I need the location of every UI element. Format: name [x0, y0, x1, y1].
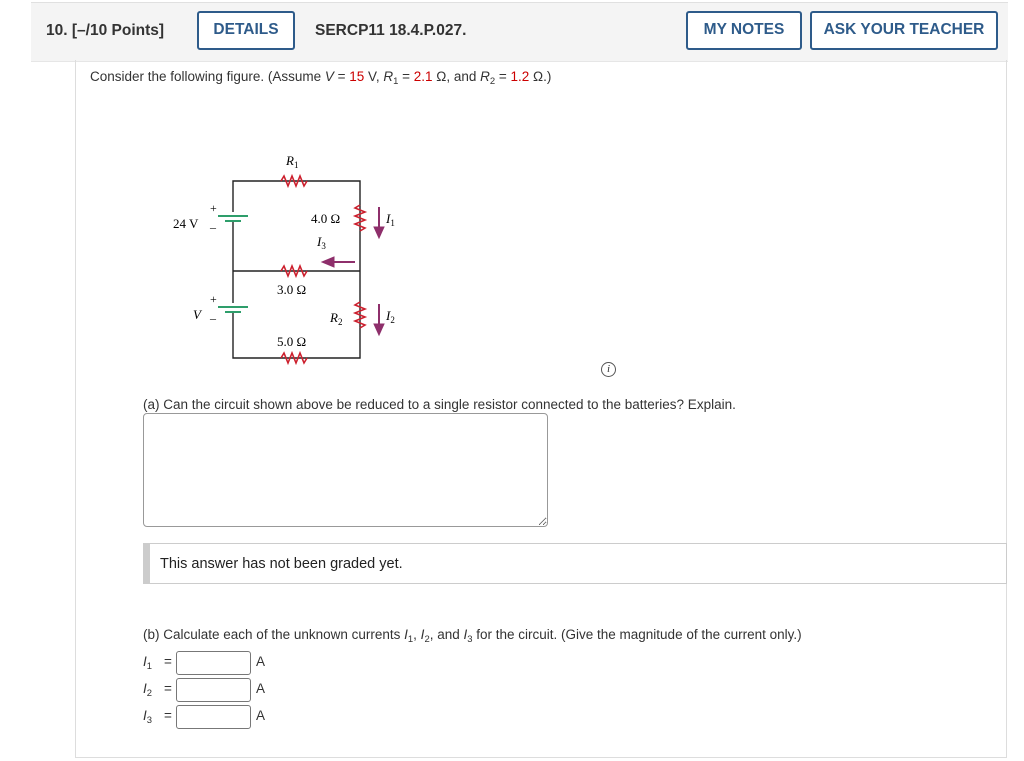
i2-unit: A [256, 681, 266, 696]
battery-24v-plus: + [210, 201, 217, 215]
battery-24v-label: 24 V [173, 216, 199, 231]
part-a-question: (a) Can the circuit shown above be reduc… [143, 397, 736, 412]
question-content-panel [75, 60, 1007, 758]
v-value: 15 [349, 69, 365, 84]
i1-unit: A [256, 654, 266, 669]
part-a-answer-textarea[interactable] [143, 413, 548, 527]
i1-answer-input[interactable] [176, 651, 251, 675]
i2-label: I2 [385, 308, 395, 325]
resistor-3-ohm [280, 263, 308, 279]
r1-label: R1 [285, 153, 298, 170]
current-arrow-i1 [373, 207, 385, 240]
current-arrow-i3 [320, 256, 355, 268]
i1-label: I1 [385, 211, 395, 228]
question-number: 10. [–/10 Points] [46, 22, 165, 39]
i3-answer-label: I3 [143, 708, 153, 726]
problem-code: SERCP11 18.4.P.027. [315, 22, 467, 39]
battery-v-plus: + [210, 292, 217, 306]
i2-answer-label: I2 [143, 681, 153, 699]
i3-label: I3 [316, 234, 326, 251]
r1-value: 2.1 [413, 69, 433, 84]
problem-prompt: Consider the following figure. (Assume V… [90, 69, 552, 87]
i3-unit: A [256, 708, 266, 723]
resistor-4-ohm [352, 204, 368, 232]
resistor-5-ohm-label: 5.0 Ω [277, 334, 306, 349]
points-label: [–/10 Points] [71, 22, 165, 39]
part-b-question: (b) Calculate each of the unknown curren… [143, 627, 802, 645]
battery-24v-minus: – [209, 220, 217, 234]
i1-answer-label: I1 [143, 654, 153, 672]
i3-answer-input[interactable] [176, 705, 251, 729]
current-arrow-i2 [373, 304, 385, 337]
ask-teacher-button[interactable]: ASK YOUR TEACHER [810, 11, 998, 50]
resistor-r2 [352, 301, 368, 329]
r2-value: 1.2 [510, 69, 530, 84]
resistor-r1 [280, 173, 308, 189]
r2-label: R2 [329, 310, 342, 327]
battery-24v [218, 215, 248, 222]
resistor-4-ohm-label: 4.0 Ω [311, 211, 340, 226]
resistor-5-ohm [280, 350, 308, 366]
battery-v [218, 306, 248, 313]
i2-answer-input[interactable] [176, 678, 251, 702]
battery-v-label: V [193, 307, 203, 322]
grading-status-banner: This answer has not been graded yet. [143, 543, 1007, 584]
resistor-3-ohm-label: 3.0 Ω [277, 282, 306, 297]
battery-v-minus: – [209, 311, 217, 325]
grading-status-text: This answer has not been graded yet. [160, 556, 403, 572]
my-notes-button[interactable]: MY NOTES [686, 11, 802, 50]
circuit-wires [232, 180, 361, 359]
circuit-figure: 24 V V + – + – R1 4.0 Ω I3 I1 3.0 Ω R2 I… [173, 153, 395, 366]
info-icon[interactable]: i [601, 362, 616, 377]
details-button[interactable]: DETAILS [197, 11, 295, 50]
